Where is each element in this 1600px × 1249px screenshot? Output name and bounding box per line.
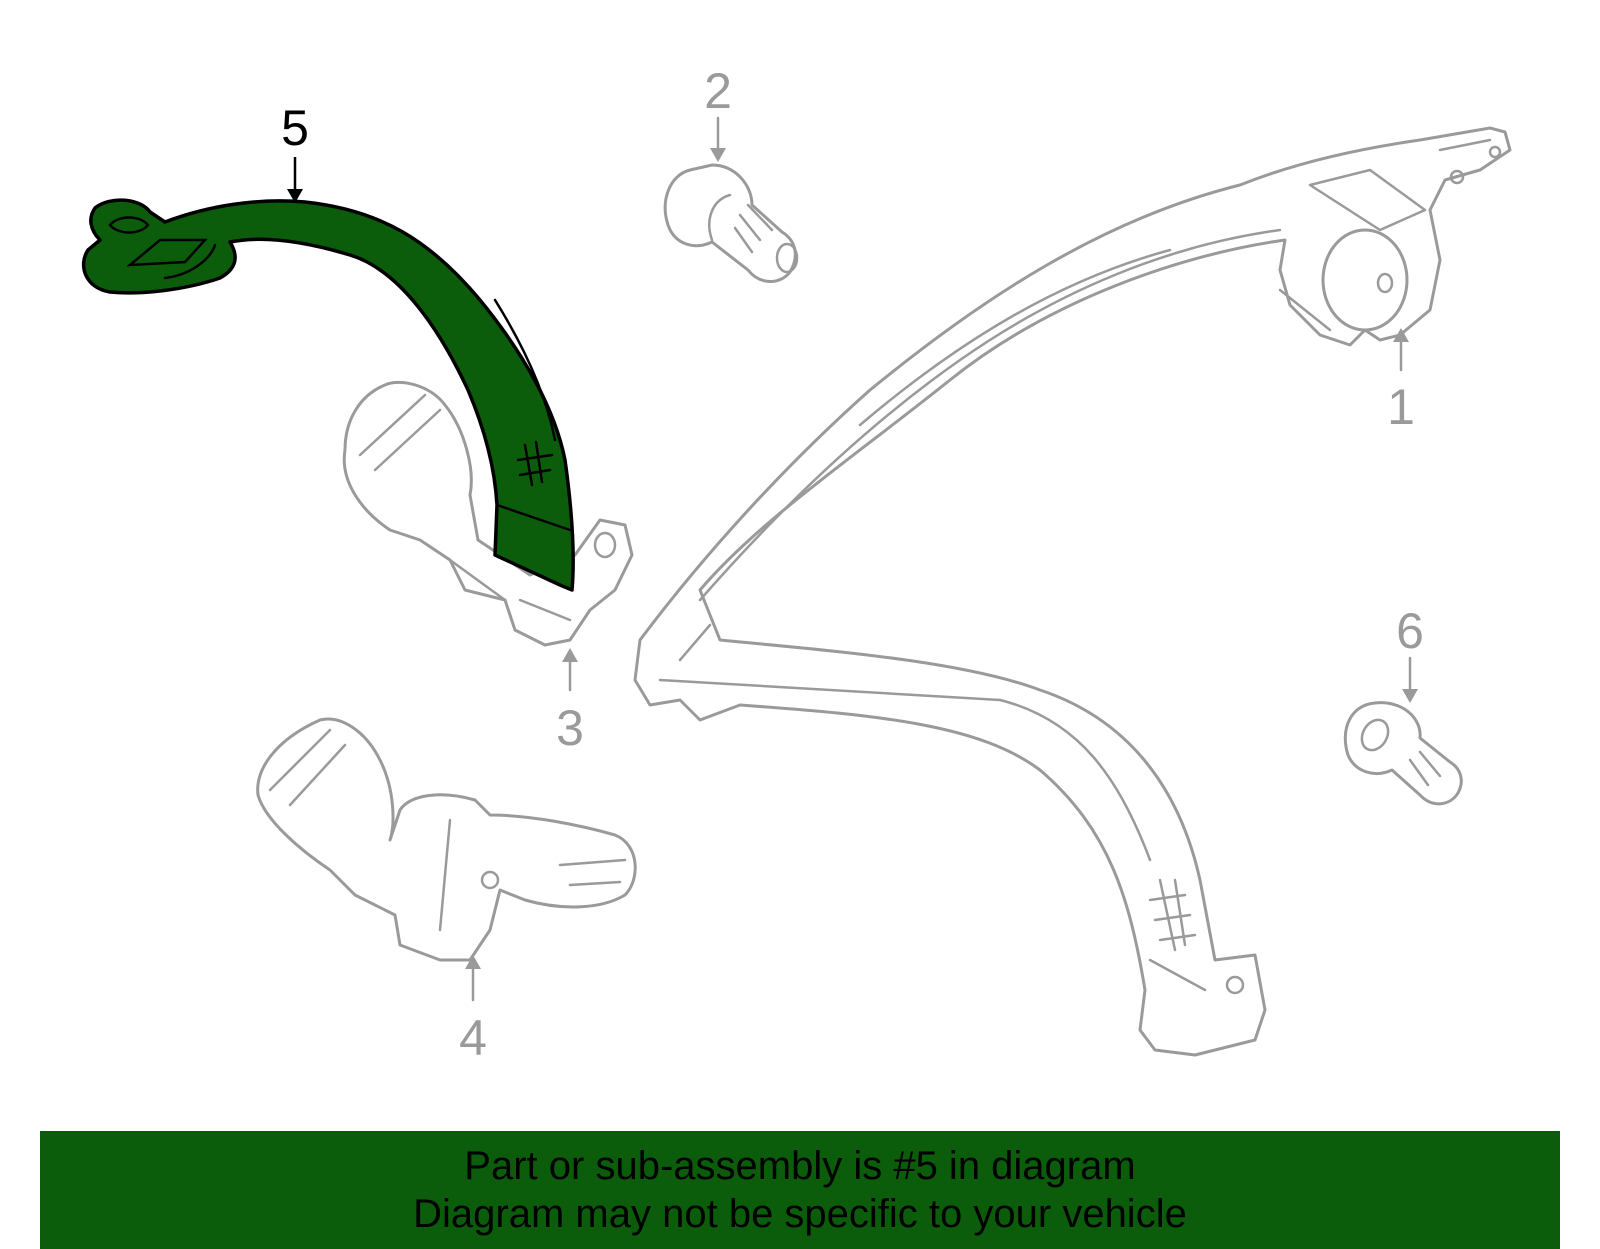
callout-3[interactable]: 3 [556, 700, 584, 756]
part-5-belt-guide[interactable] [81, 198, 575, 592]
callout-4[interactable]: 4 [459, 1010, 487, 1066]
callout-arrow-1 [1393, 328, 1409, 372]
part-6-bolt[interactable] [1343, 701, 1463, 806]
callout-2[interactable]: 2 [704, 63, 732, 119]
info-banner: Part or sub-assembly is #5 in diagram Di… [40, 1131, 1560, 1249]
callout-arrow-3 [562, 648, 578, 692]
banner-disclaimer: Diagram may not be specific to your vehi… [413, 1192, 1187, 1236]
callout-1[interactable]: 1 [1387, 379, 1415, 435]
part-2-bolt[interactable] [663, 163, 799, 283]
callout-arrow-6 [1402, 656, 1418, 703]
callout-arrow-5 [287, 157, 303, 203]
callout-arrow-2 [710, 116, 726, 162]
callout-5[interactable]: 5 [281, 100, 309, 156]
part-1-belt-assembly[interactable] [633, 126, 1512, 1057]
callout-arrow-4 [465, 955, 481, 1002]
banner-part-note: Part or sub-assembly is #5 in diagram [464, 1144, 1136, 1188]
callout-6[interactable]: 6 [1396, 603, 1424, 659]
part-4-double-buckle[interactable] [256, 717, 637, 962]
